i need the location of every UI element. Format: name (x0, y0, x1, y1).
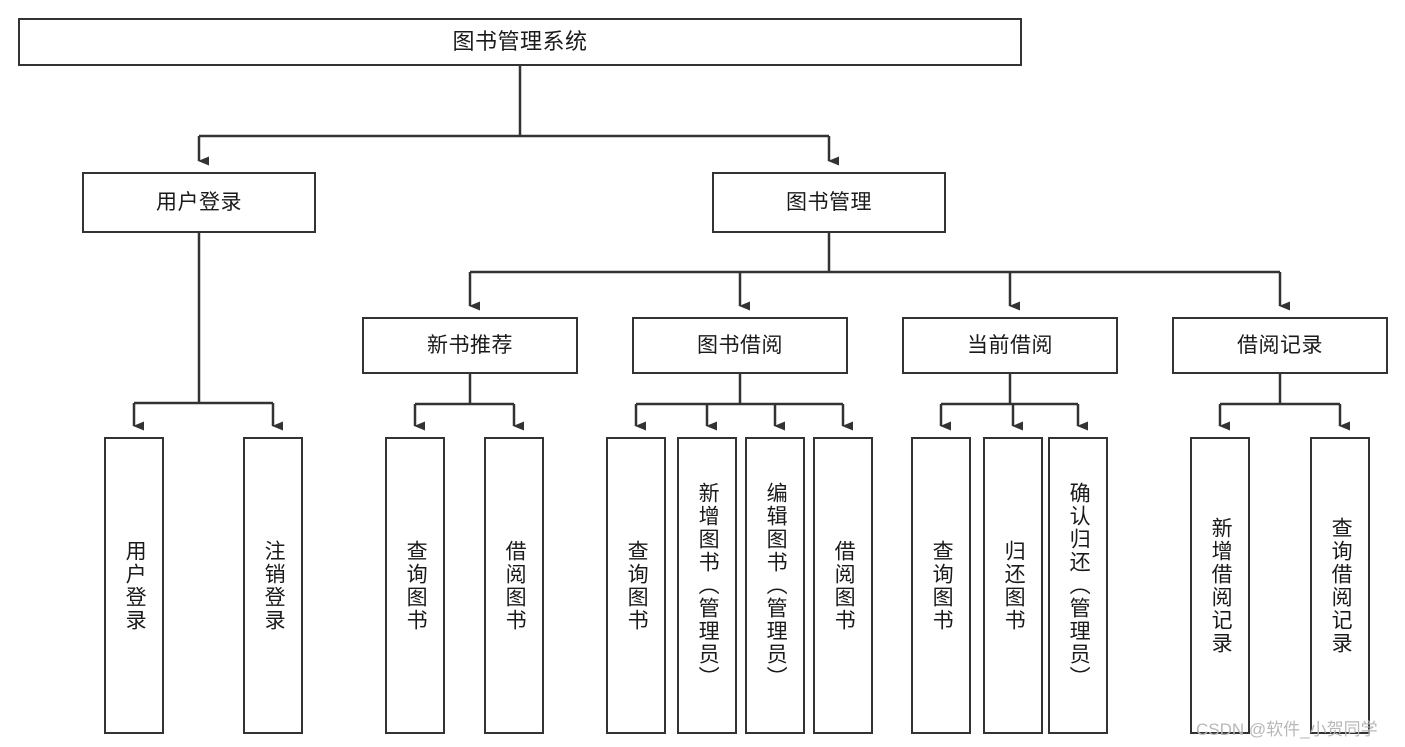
node-label: 新增借阅记录 (1209, 516, 1233, 655)
node-label: 借阅图书 (503, 539, 527, 632)
node-label: 查询图书 (930, 539, 954, 632)
node-book-borrow[interactable]: 图书借阅 (632, 317, 848, 374)
connector-group (132, 66, 1350, 431)
node-label: 用户登录 (123, 539, 147, 632)
node-root[interactable]: 图书管理系统 (18, 18, 1022, 66)
node-leaf-return-book[interactable]: 归还图书 (983, 437, 1043, 734)
node-new-book-recommend[interactable]: 新书推荐 (362, 317, 578, 374)
node-label: 用户登录 (156, 190, 242, 214)
node-leaf-confirm-return[interactable]: 确认归还（管理员） (1048, 437, 1108, 734)
node-label: 查询图书 (404, 539, 428, 632)
node-label: 新增图书（管理员） (696, 482, 720, 689)
node-label: 借阅图书 (832, 539, 856, 632)
node-label: 图书借阅 (697, 333, 783, 357)
node-book-manage[interactable]: 图书管理 (712, 172, 946, 233)
node-leaf-borrow-book-2[interactable]: 借阅图书 (813, 437, 873, 734)
node-user-login[interactable]: 用户登录 (82, 172, 316, 233)
node-label: 图书管理 (786, 190, 872, 214)
node-label: 借阅记录 (1237, 333, 1323, 357)
node-label: 注销登录 (262, 539, 286, 632)
node-label: 归还图书 (1002, 539, 1026, 632)
node-leaf-add-record[interactable]: 新增借阅记录 (1190, 437, 1250, 734)
node-current-borrow[interactable]: 当前借阅 (902, 317, 1118, 374)
node-label: 编辑图书（管理员） (764, 482, 788, 689)
node-leaf-user-login[interactable]: 用户登录 (104, 437, 164, 734)
node-borrow-records[interactable]: 借阅记录 (1172, 317, 1388, 374)
node-leaf-query-book-3[interactable]: 查询图书 (911, 437, 971, 734)
node-leaf-borrow-book-1[interactable]: 借阅图书 (484, 437, 544, 734)
node-leaf-add-book[interactable]: 新增图书（管理员） (677, 437, 737, 734)
node-leaf-query-book-1[interactable]: 查询图书 (385, 437, 445, 734)
node-leaf-query-record[interactable]: 查询借阅记录 (1310, 437, 1370, 734)
node-label: 查询图书 (625, 539, 649, 632)
node-leaf-logout[interactable]: 注销登录 (243, 437, 303, 734)
node-label: 图书管理系统 (452, 28, 588, 54)
node-label: 新书推荐 (427, 333, 513, 357)
node-leaf-query-book-2[interactable]: 查询图书 (606, 437, 666, 734)
node-label: 当前借阅 (967, 333, 1053, 357)
node-label: 查询借阅记录 (1329, 516, 1353, 655)
node-label: 确认归还（管理员） (1067, 482, 1091, 689)
node-leaf-edit-book[interactable]: 编辑图书（管理员） (745, 437, 805, 734)
